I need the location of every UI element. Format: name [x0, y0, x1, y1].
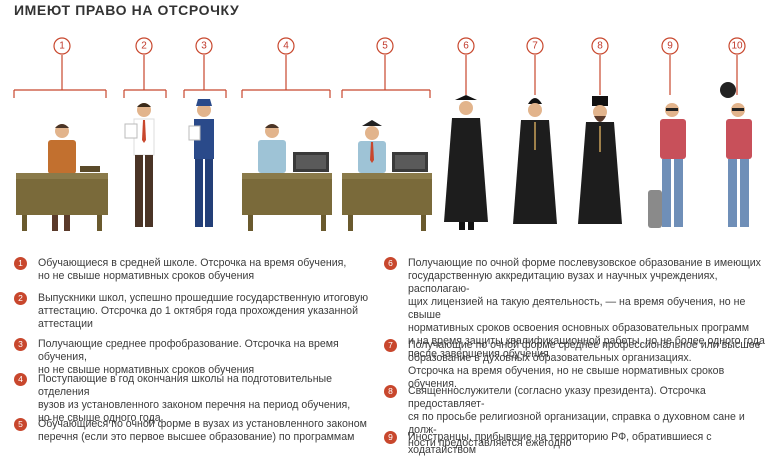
marker-5: 5: [376, 37, 394, 55]
legend-item-2: 2 Выпускники школ, успешно прошедшие гос…: [14, 292, 374, 331]
marker-label: 2: [141, 41, 147, 52]
illustration: 1 2 3 4 5 6 7 8 9 10: [13, 37, 752, 231]
figure-school-student: [16, 124, 108, 231]
item-text: Получающие по очной форме среднее профес…: [408, 339, 761, 390]
item-text: Обучающиеся в средней школе. Отсрочка на…: [38, 257, 347, 282]
marker-2: 2: [135, 37, 153, 55]
marker-8: 8: [591, 37, 609, 55]
marker-4: 4: [277, 37, 295, 55]
marker-7: 7: [526, 37, 544, 55]
marker-label: 1: [59, 41, 65, 52]
marker-6: 6: [457, 37, 475, 55]
item-text: Поступающие в год окончания школы на под…: [38, 373, 351, 424]
item-number-badge: 2: [14, 292, 27, 305]
figure-university-student: [342, 120, 432, 231]
number-markers: 1 2 3 4 5 6 7 8 9 10: [53, 37, 746, 55]
marker-10: 10: [728, 37, 746, 55]
legend-item-7: 7 Получающие по очной форме среднее проф…: [384, 339, 776, 391]
item-text: Получающие по очной форме послевузовское…: [408, 257, 765, 360]
item-number-badge: 9: [384, 431, 397, 444]
figure-foreigner-bag: [720, 82, 752, 227]
item-text: Выпускники школ, успешно прошедшие госуд…: [38, 292, 369, 330]
legend-item-3: 3 Получающие среднее профобразование. От…: [14, 338, 374, 377]
item-text: Получающие среднее профобразование. Отср…: [38, 338, 339, 376]
marker-label: 5: [382, 41, 388, 52]
marker-label: 9: [667, 41, 673, 52]
legend-item-1: 1 Обучающиеся в средней школе. Отсрочка …: [14, 257, 374, 283]
item-number-badge: 7: [384, 339, 397, 352]
legend-item-4: 4 Поступающие в год окончания школы на п…: [14, 373, 374, 425]
item-number-badge: 8: [384, 385, 397, 398]
item-text: Иностранцы, прибывшие на территорию РФ, …: [408, 431, 712, 456]
item-text: Обучающиеся по очной форме в вузах из ус…: [38, 418, 367, 443]
marker-label: 7: [532, 41, 538, 52]
marker-label: 10: [731, 41, 743, 52]
marker-label: 4: [283, 41, 289, 52]
item-number-badge: 1: [14, 257, 27, 270]
figure-cadet: [188, 99, 214, 227]
page-title: ИМЕЮТ ПРАВО НА ОТСРОЧКУ: [14, 2, 240, 18]
bracket-lines: [13, 55, 738, 98]
figure-graduate: [124, 103, 155, 227]
marker-3: 3: [195, 37, 213, 55]
item-number-badge: 3: [14, 338, 27, 351]
figure-postgraduate: [444, 95, 488, 230]
figure-seminarian: [513, 98, 557, 224]
marker-label: 3: [201, 41, 207, 52]
item-number-badge: 4: [14, 373, 27, 386]
figure-priest: [578, 96, 622, 224]
marker-1: 1: [53, 37, 71, 55]
item-number-badge: 6: [384, 257, 397, 270]
legend-item-6: 6 Получающие по очной форме послевузовск…: [384, 257, 776, 361]
legend-item-5: 5 Обучающиеся по очной форме в вузах из …: [14, 418, 374, 444]
legend-item-9: 9 Иностранцы, прибывшие на территорию РФ…: [384, 431, 776, 457]
marker-label: 6: [463, 41, 469, 52]
marker-label: 8: [597, 41, 603, 52]
marker-9: 9: [661, 37, 679, 55]
figure-prep-student: [242, 124, 332, 231]
item-number-badge: 5: [14, 418, 27, 431]
figure-foreigner-suitcase: [648, 103, 686, 228]
